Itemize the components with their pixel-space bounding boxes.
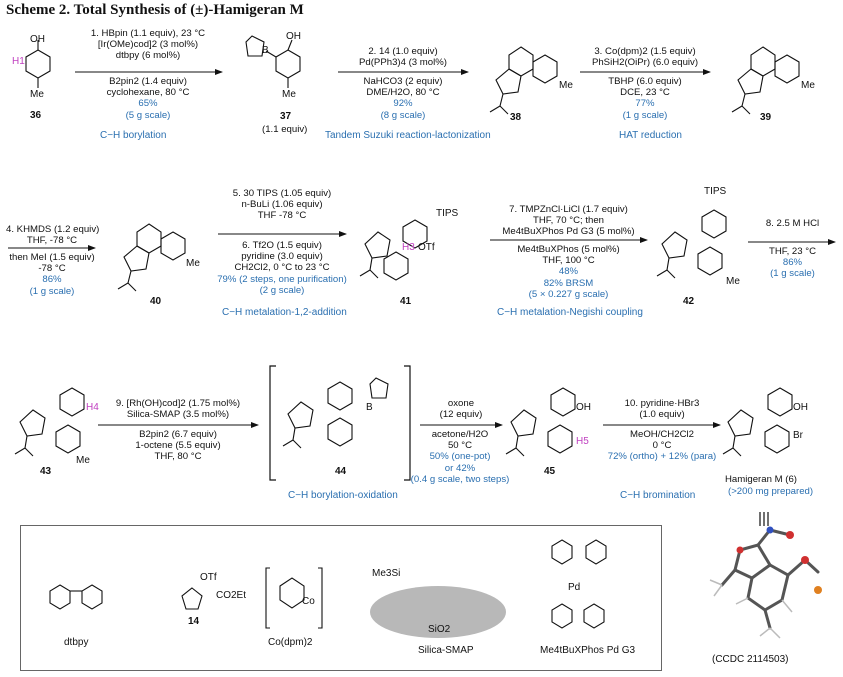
step4-above: 4. KHMDS (1.2 equiv)THF, -78 °C <box>6 224 100 247</box>
compound-36-label: 36 <box>30 110 42 121</box>
compound-38-label: 38 <box>510 112 522 123</box>
step1-below: B2pin2 (1.4 equiv)cyclohexane, 80 °C 65%… <box>106 76 190 121</box>
compound-37-structure <box>245 35 301 88</box>
silica-label: SiO2 <box>428 624 451 635</box>
atom-h4: H4 <box>86 402 99 413</box>
compound-42-label: 42 <box>683 296 695 307</box>
compound-45-structure <box>505 387 576 457</box>
step5-caption: C−H metalation-1,2-addition <box>222 307 347 318</box>
step3-below: TBHP (6.0 equiv)DCE, 23 °C 77%(1 g scale… <box>608 76 682 121</box>
step4-below: then MeI (1.5 equiv)-78 °C 86%(1 g scale… <box>9 252 95 297</box>
atom-h1: H1 <box>12 56 25 67</box>
atom-me-38: Me <box>559 80 573 91</box>
atom-tips-41: TIPS <box>436 208 459 219</box>
compound-44-label: 44 <box>335 466 347 477</box>
product-label: Hamigeran M (6) <box>725 474 797 485</box>
compound-41-structure <box>359 219 428 281</box>
step9-below: B2pin2 (6.7 equiv)1-octene (5.5 equiv)TH… <box>135 429 221 463</box>
compound-37-label: 37 <box>280 111 292 122</box>
co2et-label: CO2Et <box>216 590 247 601</box>
step3-caption: HAT reduction <box>619 130 682 141</box>
compound-42-structure <box>656 209 727 279</box>
compound-43-label: 43 <box>40 466 52 477</box>
compound-40-structure <box>117 223 186 292</box>
atom-b-44: B <box>366 402 373 413</box>
atom-oh-36: OH <box>30 34 45 45</box>
compound-44-structure <box>282 377 389 449</box>
step10-above: 10. pyridine·HBr3(1.0 equiv) <box>624 398 700 421</box>
step8-below: THF, 23 °C 86%(1 g scale) <box>768 246 817 280</box>
step2-above: 2. 14 (1.0 equiv)Pd(PPh3)4 (3 mol%) <box>359 46 447 69</box>
step3-above: 3. Co(dpm)2 (1.5 equiv)PhSiH2(OiPr) (6.0… <box>591 46 699 69</box>
hamigeran-m-structure <box>722 387 793 457</box>
step7-caption: C−H metalation-Negishi coupling <box>497 307 643 318</box>
legend-xphos-pd-g3: Me4tBuXPhos Pd G3 <box>540 645 636 656</box>
bracket-left <box>269 365 276 481</box>
legend-14: 14 <box>188 616 200 627</box>
atom-me-43: Me <box>76 455 90 466</box>
step10-caption: C−H bromination <box>620 490 696 501</box>
oxidation-above: oxone(12 equiv) <box>439 398 483 421</box>
atom-tips-42: TIPS <box>704 186 727 197</box>
compound-39-structure <box>731 46 800 115</box>
step1-caption: C−H borylation <box>100 130 167 141</box>
compound-41-label: 41 <box>400 296 412 307</box>
compound-37-equiv: (1.1 equiv) <box>262 124 308 135</box>
step9-above: 9. [Rh(OH)cod]2 (1.75 mol%)Silica-SMAP (… <box>115 398 241 421</box>
atom-oh-45: OH <box>576 402 591 413</box>
step5-above: 5. 30 TIPS (1.05 equiv)n-BuLi (1.06 equi… <box>232 188 332 222</box>
atom-me-42: Me <box>726 276 740 287</box>
oxidation-caption: C−H borylation-oxidation <box>288 490 398 501</box>
legend-codpm2: Co(dpm)2 <box>268 637 313 648</box>
atom-me-40: Me <box>186 258 200 269</box>
otf-label: OTf <box>200 572 217 583</box>
step6-below: 6. Tf2O (1.5 equiv)pyridine (3.0 equiv)C… <box>217 240 347 296</box>
step7-above: 7. TMPZnCl·LiCl (1.7 equiv)THF, 70 °C; t… <box>502 204 635 238</box>
atom-b-37: B <box>262 45 269 56</box>
atom-me-39: Me <box>801 80 815 91</box>
legend-dtbpy: dtbpy <box>64 637 89 648</box>
compound-36-structure <box>25 40 51 88</box>
co-label: Co <box>302 596 315 607</box>
atom-br-ham: Br <box>793 430 803 441</box>
bracket-right <box>404 365 411 481</box>
atom-h5: H5 <box>576 436 589 447</box>
step2-caption: Tandem Suzuki reaction-lactonization <box>325 130 491 141</box>
me3si-label: Me3Si <box>372 568 401 579</box>
atom-me-37: Me <box>282 89 296 100</box>
compound-39-label: 39 <box>760 112 772 123</box>
compound-45-label: 45 <box>544 466 556 477</box>
step2-below: NaHCO3 (2 equiv)DME/H2O, 80 °C 92%(8 g s… <box>363 76 443 121</box>
step8-above: 8. 2.5 M HCl <box>765 218 820 229</box>
atom-oh-37: OH <box>286 31 301 42</box>
reagent-legend-box <box>20 525 662 671</box>
step7-below: Me4tBuXPhos (5 mol%)THF, 100 °C 48%82% B… <box>517 244 620 300</box>
legend-silica-smap: Silica-SMAP <box>418 645 474 656</box>
pd-label: Pd <box>568 582 581 593</box>
step1-above: 1. HBpin (1.1 equiv), 23 °C[Ir(OMe)cod]2… <box>90 28 206 62</box>
compound-43-structure <box>14 387 85 457</box>
atom-oh-ham: OH <box>793 402 808 413</box>
compound-38-structure <box>489 46 558 115</box>
scheme-title: Scheme 2. Total Synthesis of (±)-Hamiger… <box>6 2 304 18</box>
compound-40-label: 40 <box>150 296 162 307</box>
atom-h3: H3 <box>402 242 415 253</box>
atom-otf-41: OTf <box>418 242 435 253</box>
product-amount: (>200 mg prepared) <box>728 486 814 497</box>
atom-me-36: Me <box>30 89 44 100</box>
ccdc-label: (CCDC 2114503) <box>712 654 789 665</box>
